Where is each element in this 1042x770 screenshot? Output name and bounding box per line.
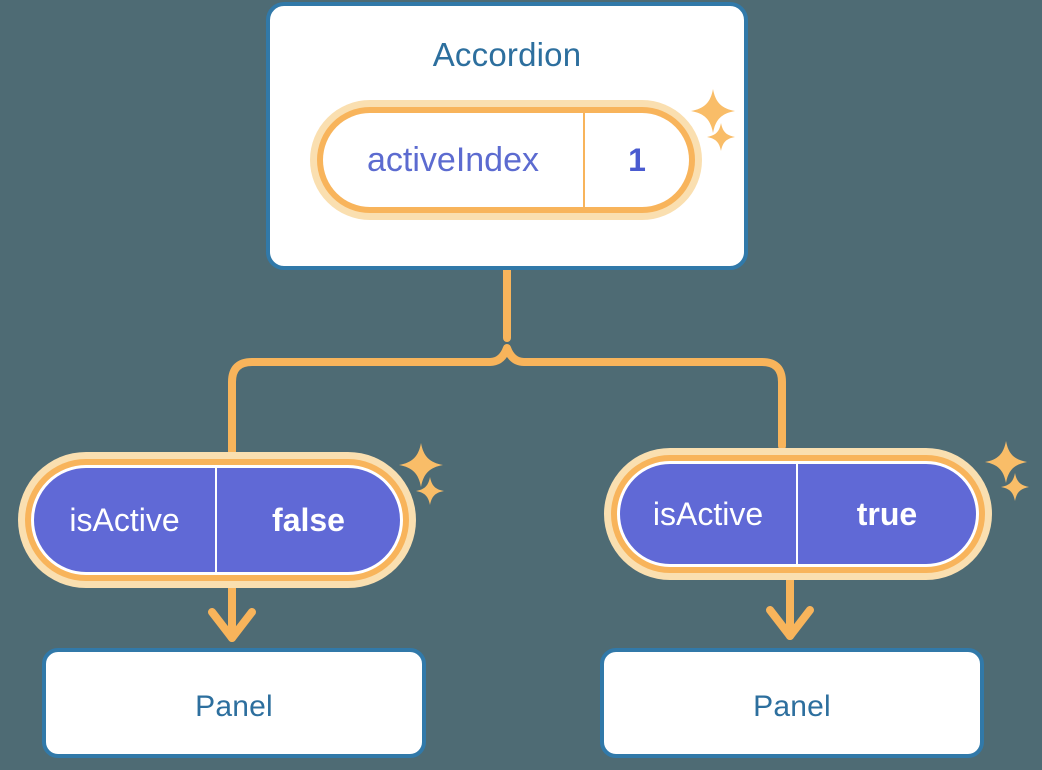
state-pill-is-active-right[interactable]: isActive true (604, 448, 992, 580)
panel-component-card-left[interactable]: Panel (42, 648, 426, 758)
sparkle-icon-right-small (1000, 472, 1030, 502)
arrow-head-icon-right (766, 606, 814, 640)
arrow-head-icon-left (208, 608, 256, 642)
panel-card-title-left: Panel (195, 690, 273, 723)
state-pill-is-active-left[interactable]: isActive false (18, 452, 416, 588)
state-pill-key: isActive (620, 464, 798, 564)
state-pill-active-index[interactable]: activeIndex 1 (310, 100, 702, 220)
state-pill-key: isActive (34, 468, 217, 572)
state-pill-value: true (856, 495, 918, 532)
state-pill-key: activeIndex (323, 113, 585, 207)
pill-body: isActive true (617, 461, 979, 567)
accordion-card-title: Accordion (432, 36, 582, 73)
pill-body: activeIndex 1 (323, 113, 689, 207)
state-pill-value: false (272, 501, 345, 538)
pill-body: isActive false (31, 465, 403, 575)
panel-card-title-right: Panel (753, 690, 831, 723)
sparkle-icon-left-small (415, 476, 445, 506)
state-pill-value: 1 (628, 141, 646, 178)
panel-component-card-right[interactable]: Panel (600, 648, 984, 758)
